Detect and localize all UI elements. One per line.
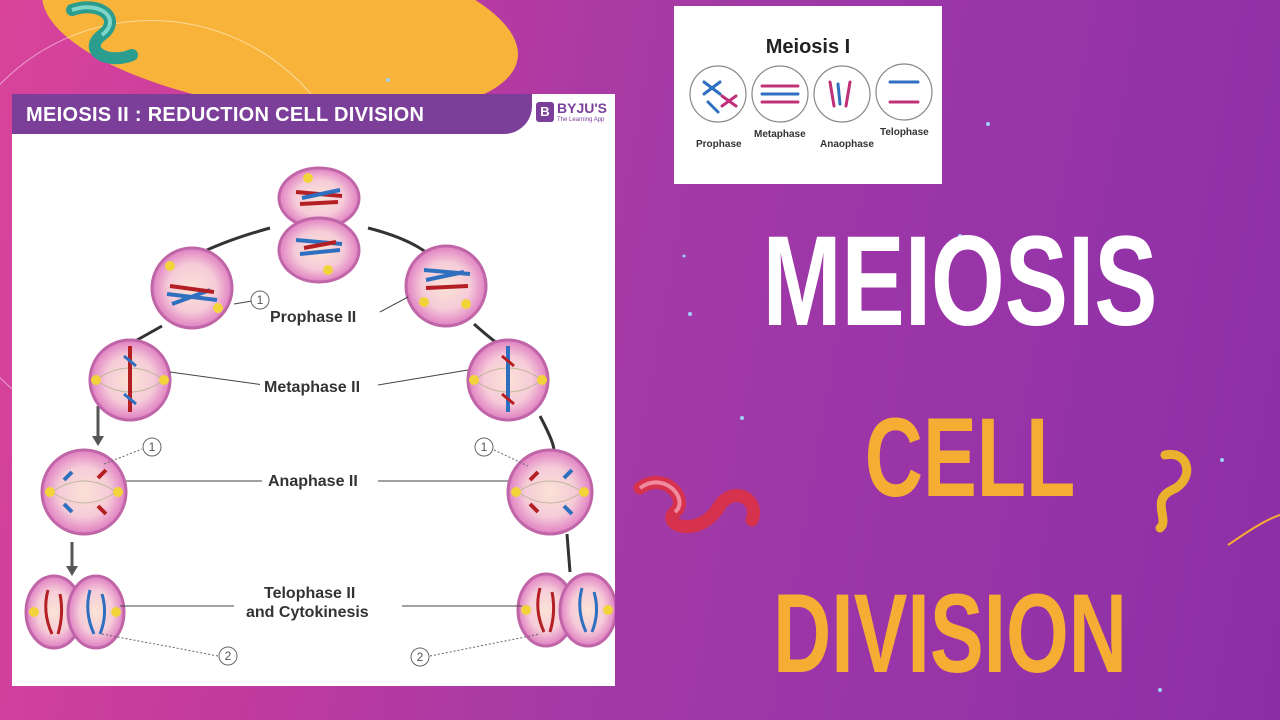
inset-label-metaphase: Metaphase xyxy=(754,129,806,140)
byjus-logo: B BYJU'S The Learning App xyxy=(536,100,615,128)
sparkle-dots xyxy=(386,78,1224,692)
headline-division: DIVISION xyxy=(773,571,1127,696)
ribbon-green-icon xyxy=(66,1,138,65)
gold-streak xyxy=(1227,514,1280,546)
cell-telophase-left xyxy=(24,574,126,650)
step-marker-label: 1 xyxy=(257,293,264,307)
inset-cell-anaphase xyxy=(813,65,871,123)
parent-cell xyxy=(277,166,361,284)
step-marker-circle xyxy=(474,437,494,457)
ribbon-red-icon xyxy=(633,475,760,534)
byjus-logo-mark: B xyxy=(536,102,554,122)
headline-meiosis: MEIOSIS xyxy=(762,210,1158,353)
step-marker-label: 2 xyxy=(417,650,424,664)
inset-cell-telophase xyxy=(875,63,933,121)
meiosis-ii-diagram-panel: MEIOSIS II : REDUCTION CELL DIVISION B B… xyxy=(12,94,615,686)
inset-title: Meiosis I xyxy=(765,36,851,58)
diagram-header: MEIOSIS II : REDUCTION CELL DIVISION xyxy=(12,94,532,134)
inset-cells xyxy=(689,63,933,123)
cell-prophase-right xyxy=(404,244,488,328)
headline-cell: CELL xyxy=(864,395,1076,520)
label-prophase-ii: Prophase II xyxy=(266,308,361,327)
arrow-head xyxy=(66,566,78,576)
byjus-logo-tagline: The Learning App xyxy=(557,117,605,123)
step-marker-label: 1 xyxy=(149,440,156,454)
dotted-leaders xyxy=(101,448,541,657)
cell-anaphase-left xyxy=(40,448,128,536)
cell-metaphase-left xyxy=(88,338,172,422)
arrow-head xyxy=(92,436,104,446)
label-telophase-ii: Telophase II xyxy=(260,584,360,603)
cell-prophase-left xyxy=(150,246,234,330)
step-marker-circle xyxy=(250,290,270,310)
cell-anaphase-right xyxy=(506,448,594,536)
cell-metaphase-right xyxy=(466,338,550,422)
connector-line xyxy=(538,415,556,456)
label-metaphase-ii: Metaphase II xyxy=(260,378,365,397)
step-markers xyxy=(142,290,494,667)
step-marker-circle xyxy=(218,646,238,666)
inset-label-telophase: Telophase xyxy=(880,127,929,138)
leader-lines xyxy=(120,296,522,607)
byjus-logo-name: BYJU'S xyxy=(557,100,608,116)
label-cytokinesis: and Cytokinesis xyxy=(242,603,373,622)
ribbon-gold-icon xyxy=(1155,450,1192,533)
cell-telophase-right xyxy=(516,572,615,648)
step-marker-circle xyxy=(410,647,430,667)
step-marker-circle xyxy=(142,437,162,457)
meiosis-i-inset: Meiosis I Prophase Metaphase Anaophase T… xyxy=(674,6,942,184)
step-marker-label: 2 xyxy=(225,649,232,663)
meiosis-diagram-drawing: 1 1 1 2 2 xyxy=(24,166,615,667)
connector-line xyxy=(565,533,572,573)
inset-label-anaophase: Anaophase xyxy=(820,139,874,150)
step-marker-label: 1 xyxy=(481,440,488,454)
inset-label-prophase: Prophase xyxy=(696,139,742,150)
label-anaphase-ii: Anaphase II xyxy=(264,472,362,491)
diagram-title: MEIOSIS II : REDUCTION CELL DIVISION xyxy=(26,104,425,126)
